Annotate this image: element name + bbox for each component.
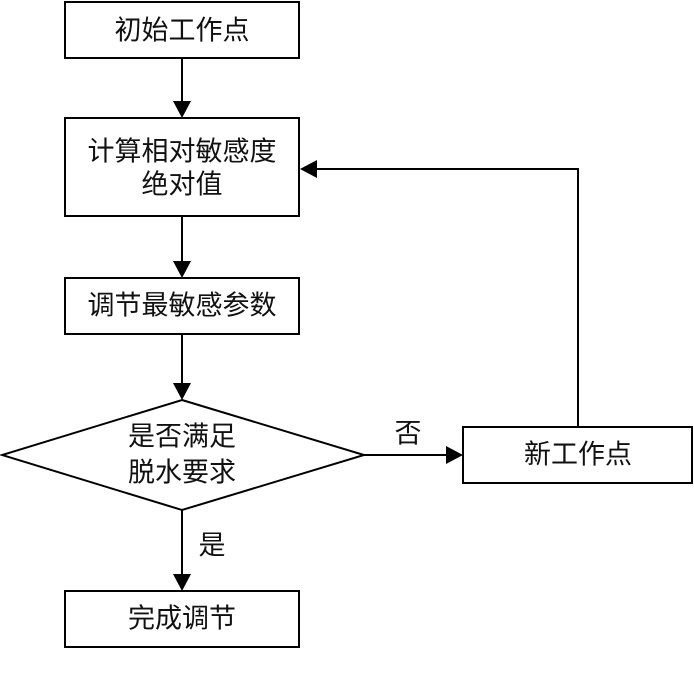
node-finish-label: 完成调节: [128, 604, 236, 635]
node-decision-diamond: [0, 398, 368, 512]
node-decision-label-line1: 是否满足: [128, 422, 236, 453]
node-decision: 是否满足 脱水要求: [0, 398, 368, 512]
node-adjust: 调节最敏感参数: [64, 277, 300, 335]
node-calc-label-line1: 计算相对敏感度: [88, 137, 277, 168]
node-new-point-box: [462, 426, 693, 484]
node-start-box: [64, 1, 300, 59]
node-finish: 完成调节: [64, 590, 300, 648]
edge-new-point-to-calc-arrowhead: [300, 160, 317, 178]
edge-adjust-to-decision: [173, 334, 191, 400]
edge-calc-to-adjust-arrowhead: [173, 261, 191, 278]
node-calc-label-line2: 绝对值: [142, 170, 223, 201]
node-decision-label-line2: 脱水要求: [128, 458, 236, 489]
edge-start-to-calc: [173, 58, 191, 118]
edge-decision-to-finish: 是: [173, 510, 226, 591]
node-adjust-label: 调节最敏感参数: [88, 291, 277, 322]
edge-adjust-to-decision-arrowhead: [173, 383, 191, 400]
edge-new-point-to-calc: [300, 160, 579, 427]
edge-decision-to-new-point: 否: [364, 419, 463, 464]
edge-no-label: 否: [395, 419, 422, 450]
node-finish-box: [64, 590, 300, 648]
node-calc: 计算相对敏感度 绝对值: [64, 117, 300, 217]
edge-yes-label: 是: [199, 531, 226, 562]
edge-start-to-calc-arrowhead: [173, 101, 191, 118]
edge-decision-to-new-point-arrowhead: [446, 446, 463, 464]
node-new-point-label: 新工作点: [524, 440, 632, 471]
node-start: 初始工作点: [64, 1, 300, 59]
edge-new-point-to-calc-line: [316, 168, 579, 427]
node-calc-box: [64, 117, 300, 217]
edge-calc-to-adjust: [173, 216, 191, 278]
node-new-point: 新工作点: [462, 426, 693, 484]
node-start-label: 初始工作点: [115, 16, 250, 47]
edge-decision-to-finish-arrowhead: [173, 574, 191, 591]
